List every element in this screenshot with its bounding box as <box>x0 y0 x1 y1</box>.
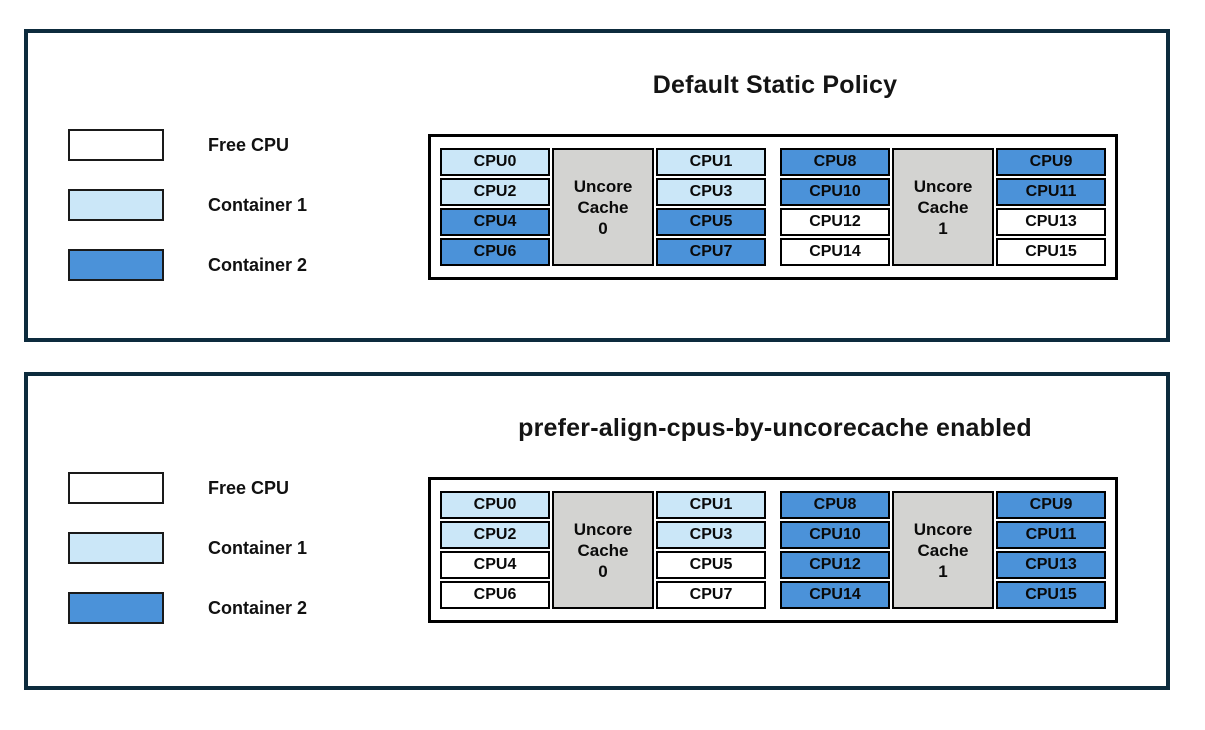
cpu-cell: CPU11 <box>996 178 1106 206</box>
cpu-cell: CPU12 <box>780 208 890 236</box>
cache-label-line: 0 <box>598 561 608 581</box>
legend: Free CPU Container 1 Container 2 <box>68 129 307 281</box>
cpu-diagram: CPU0 CPU2 CPU4 CPU6 Uncore Cache 0 CPU1 … <box>428 477 1118 623</box>
legend-label: Container 2 <box>208 597 308 618</box>
legend-item: Container 1 <box>68 532 307 564</box>
cpu-cell: CPU0 <box>440 148 550 176</box>
cpu-cell: CPU14 <box>780 581 890 609</box>
panel-title: Default Static Policy <box>652 71 898 99</box>
uncore-group-0: CPU0 CPU2 CPU4 CPU6 Uncore Cache 0 CPU1 … <box>440 491 766 609</box>
legend-swatch-container1 <box>68 189 164 221</box>
cpu-column: CPU9 CPU11 CPU13 CPU15 <box>996 491 1106 609</box>
cpu-column: CPU8 CPU10 CPU12 CPU14 <box>780 491 890 609</box>
cpu-cell: CPU3 <box>656 521 766 549</box>
legend-swatch-free-cpu <box>68 472 164 504</box>
cpu-cell: CPU6 <box>440 581 550 609</box>
cpu-cell: CPU9 <box>996 491 1106 519</box>
legend-swatch-container2 <box>68 249 164 281</box>
uncore-cache-block: Uncore Cache 0 <box>552 491 654 609</box>
cpu-cell: CPU5 <box>656 551 766 579</box>
cpu-column: CPU0 CPU2 CPU4 CPU6 <box>440 148 550 266</box>
cpu-cell: CPU4 <box>440 208 550 236</box>
uncore-cache-block: Uncore Cache 1 <box>892 148 994 266</box>
cpu-cell: CPU2 <box>440 178 550 206</box>
cpu-cell: CPU8 <box>780 491 890 519</box>
cpu-cell: CPU4 <box>440 551 550 579</box>
cpu-cell: CPU15 <box>996 581 1106 609</box>
uncore-cache-block: Uncore Cache 1 <box>892 491 994 609</box>
uncore-group-1: CPU8 CPU10 CPU12 CPU14 Uncore Cache 1 CP… <box>780 491 1106 609</box>
cpu-cell: CPU15 <box>996 238 1106 266</box>
cache-label-line: Uncore <box>913 176 973 196</box>
legend-swatch-container1 <box>68 532 164 564</box>
cpu-diagram: CPU0 CPU2 CPU4 CPU6 Uncore Cache 0 CPU1 … <box>428 134 1118 280</box>
cpu-cell: CPU10 <box>780 178 890 206</box>
cpu-cell: CPU6 <box>440 238 550 266</box>
cpu-cell: CPU1 <box>656 148 766 176</box>
cpu-cell: CPU12 <box>780 551 890 579</box>
cache-label-line: Cache <box>917 540 969 560</box>
cpu-cell: CPU8 <box>780 148 890 176</box>
cpu-cell: CPU0 <box>440 491 550 519</box>
legend-label: Container 1 <box>208 194 308 215</box>
cache-label-line: 1 <box>938 218 948 238</box>
cpu-cell: CPU7 <box>656 238 766 266</box>
cpu-column: CPU8 CPU10 CPU12 CPU14 <box>780 148 890 266</box>
cpu-cell: CPU9 <box>996 148 1106 176</box>
cpu-column: CPU9 CPU11 CPU13 CPU15 <box>996 148 1106 266</box>
legend-item: Free CPU <box>68 472 307 504</box>
cache-label-line: Cache <box>917 197 969 217</box>
legend-item: Free CPU <box>68 129 307 161</box>
cpu-cell: CPU7 <box>656 581 766 609</box>
panel-title: prefer-align-cpus-by-uncorecache enabled <box>518 414 1032 442</box>
cpu-cell: CPU10 <box>780 521 890 549</box>
cache-label-line: 1 <box>938 561 948 581</box>
legend-item: Container 2 <box>68 592 307 624</box>
cpu-column: CPU1 CPU3 CPU5 CPU7 <box>656 148 766 266</box>
cpu-cell: CPU5 <box>656 208 766 236</box>
cpu-cell: CPU13 <box>996 551 1106 579</box>
cpu-cell: CPU3 <box>656 178 766 206</box>
legend-item: Container 2 <box>68 249 307 281</box>
cpu-cell: CPU11 <box>996 521 1106 549</box>
cache-label-line: Uncore <box>913 519 973 539</box>
cache-label-line: Uncore <box>573 519 633 539</box>
cpu-cell: CPU2 <box>440 521 550 549</box>
legend-swatch-container2 <box>68 592 164 624</box>
cache-label-line: 0 <box>598 218 608 238</box>
cpu-cell: CPU14 <box>780 238 890 266</box>
cpu-column: CPU1 CPU3 CPU5 CPU7 <box>656 491 766 609</box>
panel-prefer-align-uncorecache: prefer-align-cpus-by-uncorecache enabled… <box>24 372 1170 690</box>
uncore-cache-block: Uncore Cache 0 <box>552 148 654 266</box>
legend-label: Free CPU <box>208 477 290 498</box>
uncore-group-0: CPU0 CPU2 CPU4 CPU6 Uncore Cache 0 CPU1 … <box>440 148 766 266</box>
legend-label: Container 1 <box>208 537 308 558</box>
legend: Free CPU Container 1 Container 2 <box>68 472 307 624</box>
cache-label-line: Cache <box>577 540 629 560</box>
cache-label-line: Uncore <box>573 176 633 196</box>
cpu-column: CPU0 CPU2 CPU4 CPU6 <box>440 491 550 609</box>
legend-swatch-free-cpu <box>68 129 164 161</box>
uncore-group-1: CPU8 CPU10 CPU12 CPU14 Uncore Cache 1 CP… <box>780 148 1106 266</box>
legend-label: Container 2 <box>208 254 308 275</box>
legend-label: Free CPU <box>208 134 290 155</box>
cpu-cell: CPU13 <box>996 208 1106 236</box>
panel-default-static-policy: Default Static Policy Free CPU Container… <box>24 29 1170 342</box>
legend-item: Container 1 <box>68 189 307 221</box>
cache-label-line: Cache <box>577 197 629 217</box>
cpu-cell: CPU1 <box>656 491 766 519</box>
